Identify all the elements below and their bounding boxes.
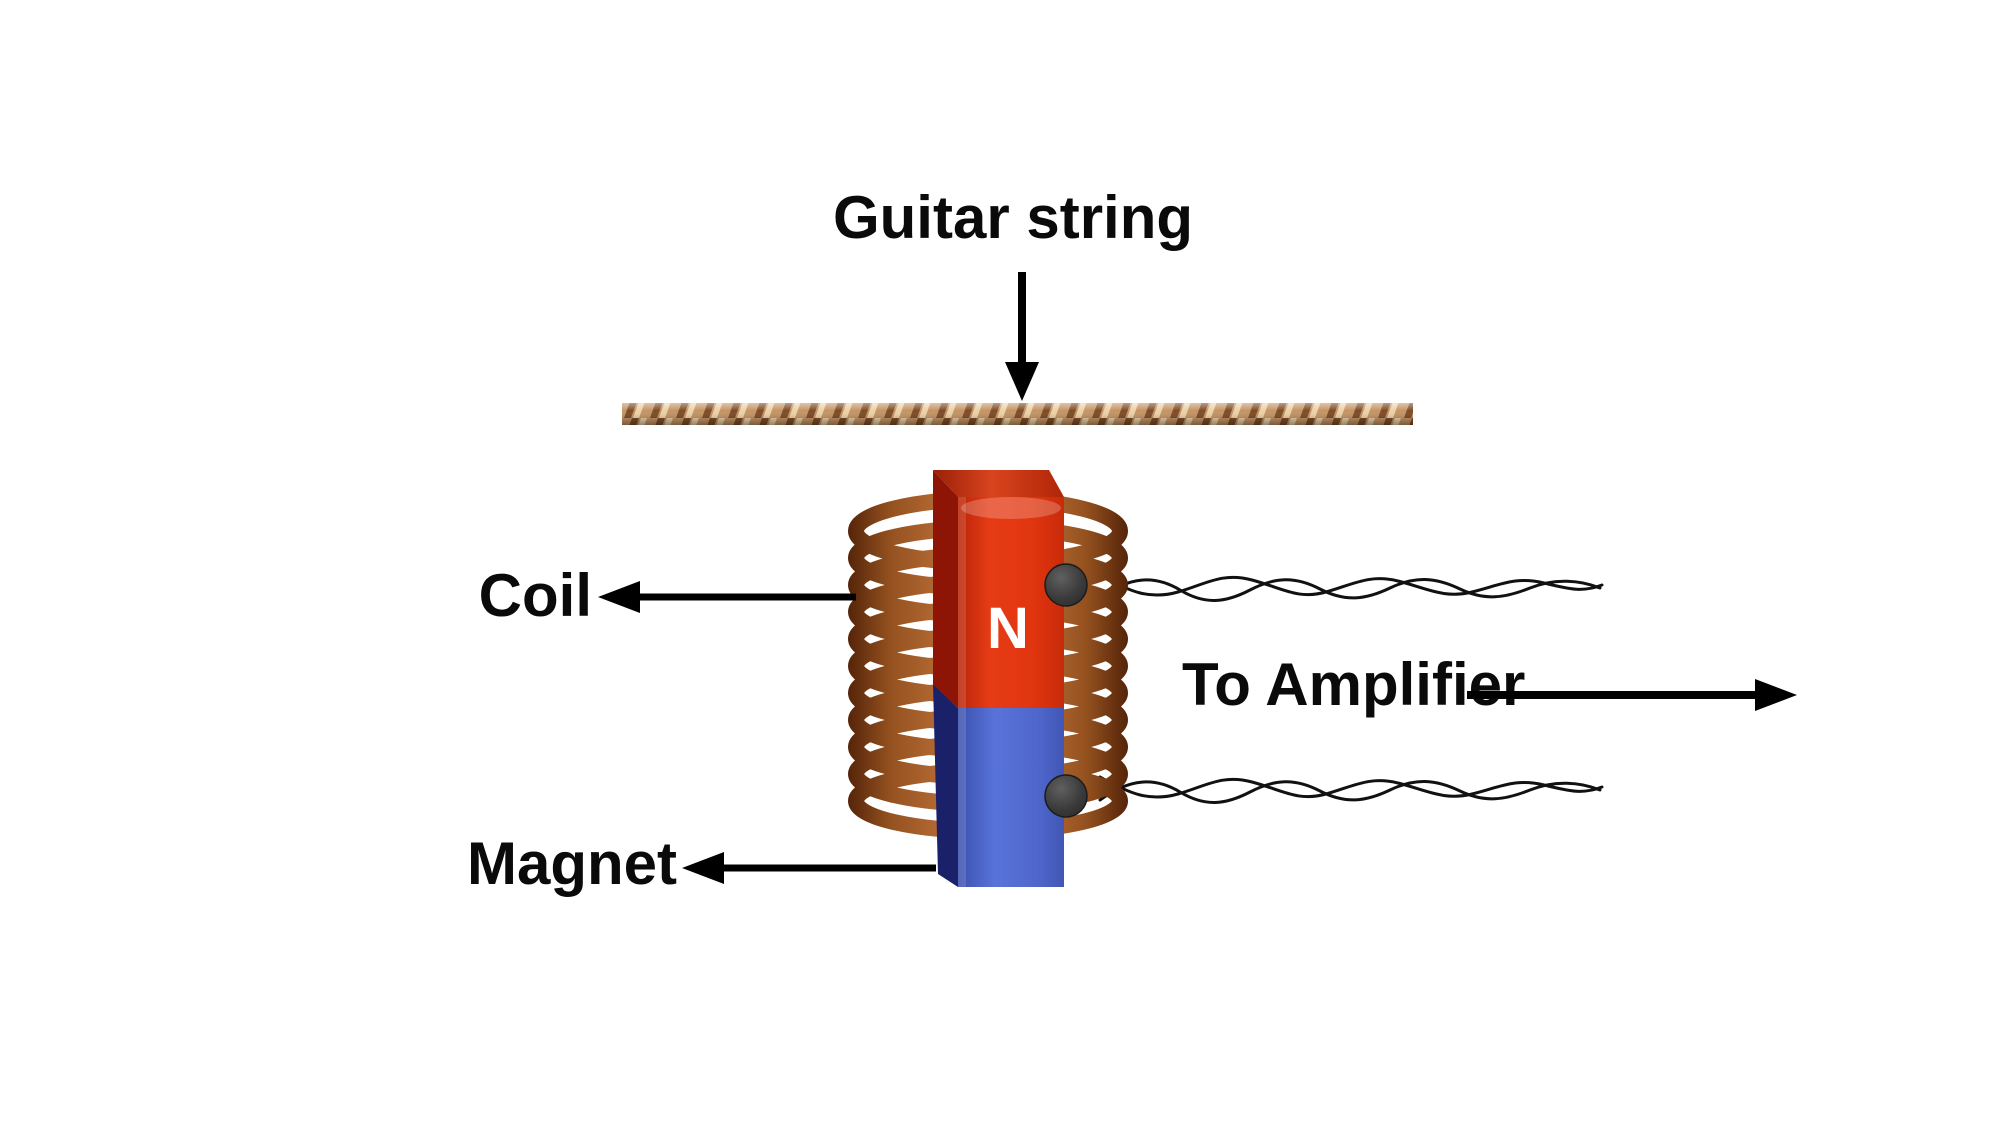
to-amplifier-arrow bbox=[1467, 679, 1797, 711]
wire-top-strand bbox=[1098, 573, 1604, 597]
guitar-string-arrow-head bbox=[1005, 362, 1039, 401]
magnet-top-face bbox=[933, 470, 1064, 497]
magnet-top-sheen bbox=[961, 497, 1061, 519]
magnet-north-half bbox=[958, 497, 1064, 708]
to-amplifier-arrow-head bbox=[1755, 679, 1797, 711]
coil-arrow bbox=[598, 581, 856, 613]
magnet-side-face-south bbox=[933, 684, 958, 887]
guitar-string-rope bbox=[622, 403, 1413, 425]
magnet-label: Magnet bbox=[467, 830, 677, 897]
coil-arrow-head bbox=[598, 581, 640, 613]
magnet-pole-label: N bbox=[987, 596, 1029, 661]
wire-top bbox=[1098, 573, 1604, 602]
guitar-string-arrow bbox=[1005, 272, 1039, 401]
magnet-edge-sheen bbox=[958, 497, 966, 887]
magnet-illustration: N bbox=[933, 470, 1064, 887]
to-amplifier-label: To Amplifier bbox=[1182, 651, 1525, 718]
wire-bottom-strand bbox=[1098, 775, 1604, 799]
magnet-arrow-head bbox=[682, 852, 724, 884]
terminal-dot-top bbox=[1044, 563, 1088, 607]
terminal-dot-bottom bbox=[1044, 774, 1088, 818]
rope-shading bbox=[622, 403, 1413, 425]
coil-label: Coil bbox=[479, 562, 592, 629]
magnet-side-face-north bbox=[933, 470, 958, 708]
wire-bottom bbox=[1098, 775, 1604, 804]
guitar-string-label: Guitar string bbox=[833, 184, 1193, 251]
magnet-arrow bbox=[682, 852, 936, 884]
